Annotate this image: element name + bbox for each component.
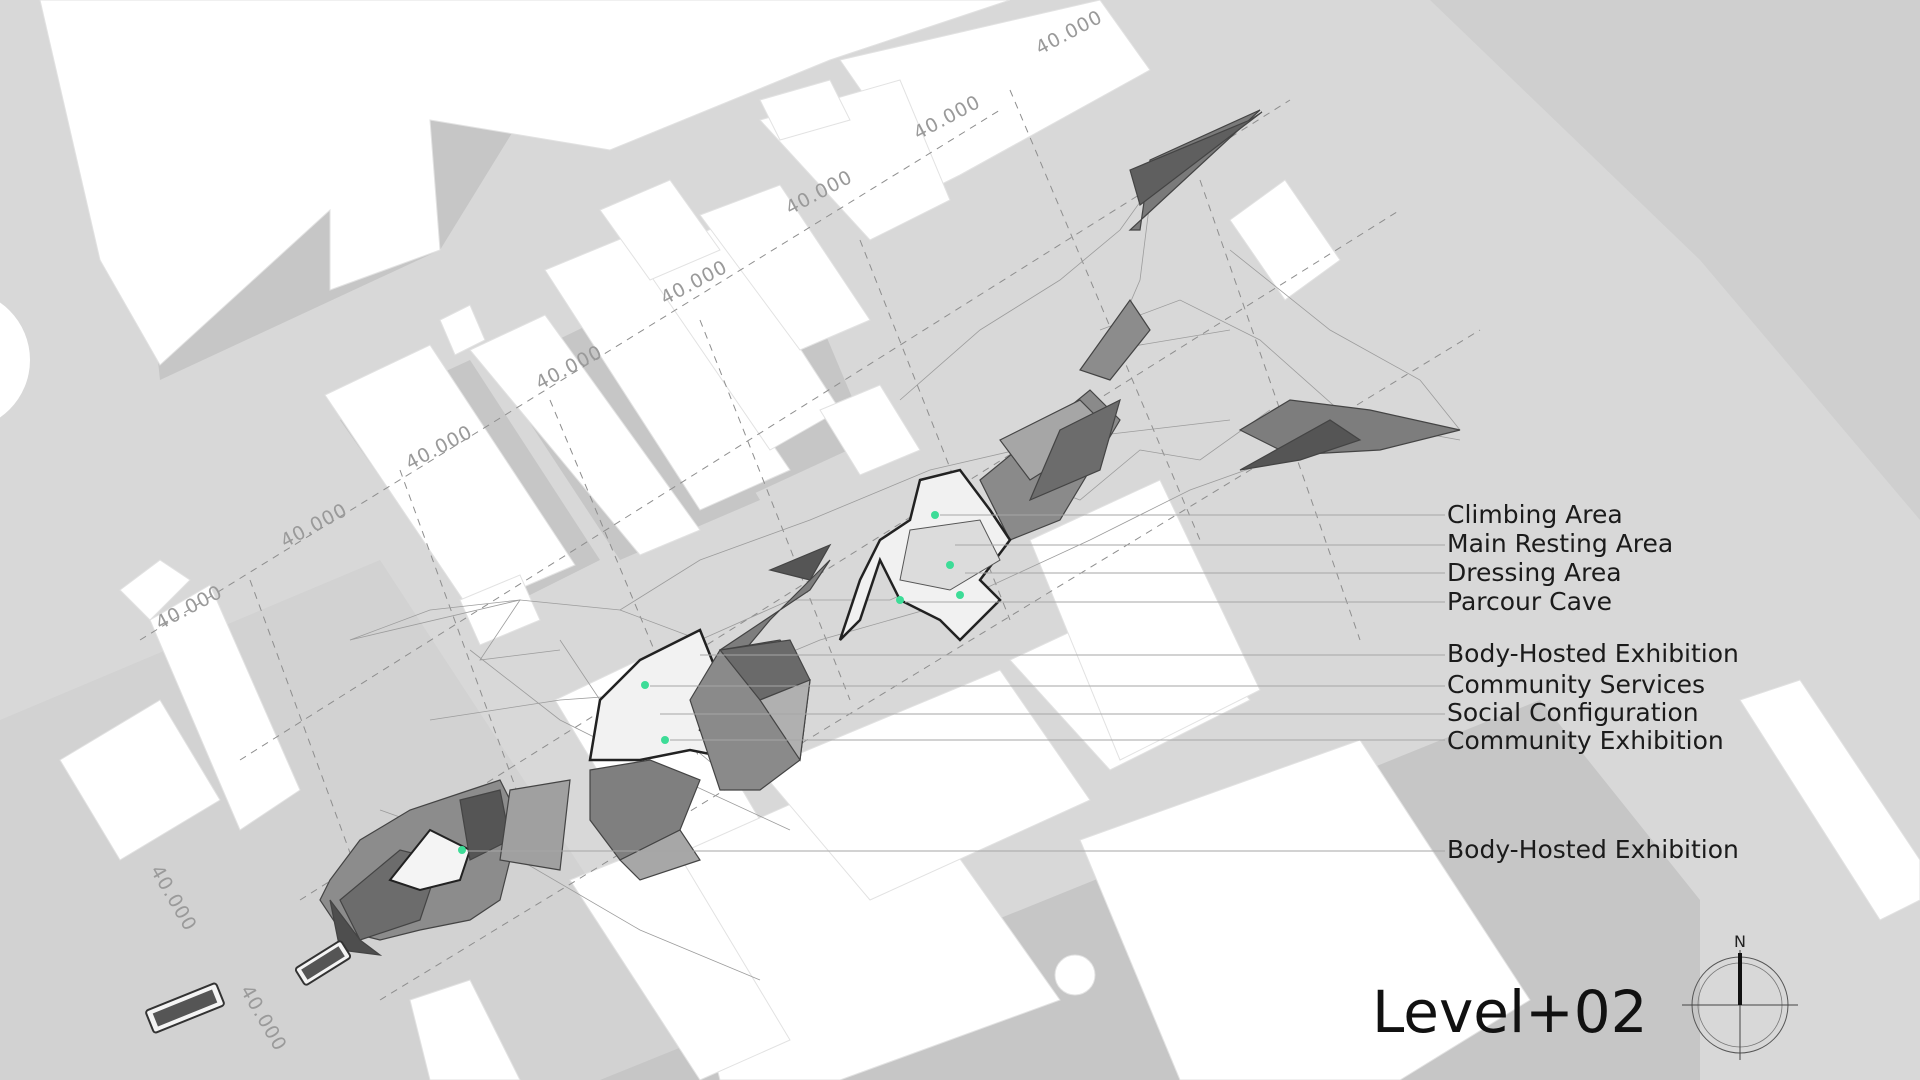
building-west-2: [59, 699, 221, 861]
building-east-strip: [1739, 679, 1920, 921]
building-south-6: [1029, 479, 1261, 761]
building-silo: [1054, 954, 1096, 996]
label-dressing-area: Dressing Area: [1447, 558, 1622, 587]
building-north-block: [39, 0, 1011, 366]
level-title: Level+02: [1372, 978, 1648, 1046]
marker-parcour: [896, 596, 904, 604]
building-south-3: [759, 669, 1091, 901]
program-label-list: Climbing Area Main Resting Area Dressing…: [1447, 500, 1739, 864]
label-body-hosted-exhibition-lower: Body-Hosted Exhibition: [1447, 835, 1739, 864]
building-mid-2: [469, 314, 701, 556]
label-community-exhibition: Community Exhibition: [1447, 726, 1724, 755]
marker-climbing: [931, 511, 939, 519]
label-parcour-cave: Parcour Cave: [1447, 587, 1612, 616]
building-south-5: [1079, 739, 1531, 1080]
label-main-resting-area: Main Resting Area: [1447, 529, 1673, 558]
buildings: [39, 0, 1920, 1080]
label-climbing-area: Climbing Area: [1447, 500, 1623, 529]
marker-dressing: [956, 591, 964, 599]
building-east-pavilion: [1229, 179, 1341, 301]
building-west-1: [119, 559, 191, 621]
label-social-configuration: Social Configuration: [1447, 698, 1699, 727]
building-mid-1: [324, 344, 576, 611]
label-body-hosted-exhibition-upper: Body-Hosted Exhibition: [1447, 639, 1739, 668]
bus-icon: [145, 982, 225, 1034]
marker-body-hosted-lower: [458, 846, 466, 854]
bus-icon: [294, 940, 352, 986]
faceted-structure: [319, 109, 1461, 956]
north-label: N: [1734, 932, 1746, 951]
program-markers: [458, 511, 964, 854]
north-arrow-icon: N: [1682, 932, 1798, 1060]
leader-lines: [467, 514, 1445, 852]
vehicles: [145, 940, 352, 1034]
marker-resting: [946, 561, 954, 569]
label-community-services: Community Services: [1447, 670, 1705, 699]
marker-community-services: [641, 681, 649, 689]
building-mid-3: [544, 234, 791, 511]
marker-community-exhibition: [661, 736, 669, 744]
